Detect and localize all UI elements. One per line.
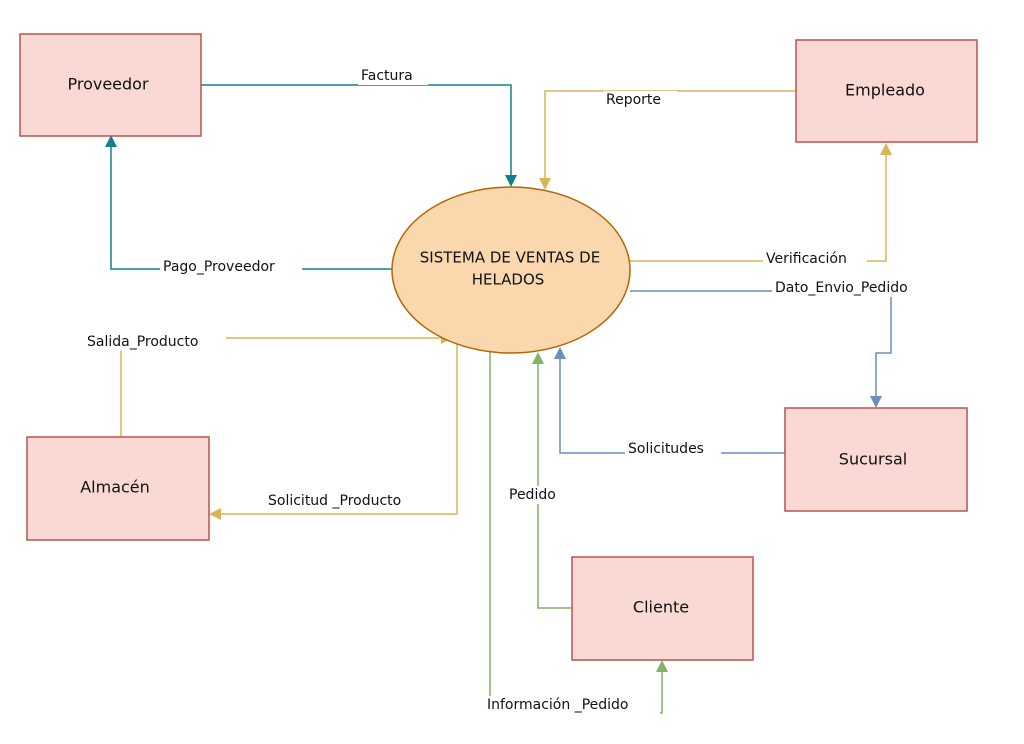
process-ellipse (391, 186, 631, 354)
solicitudes-label: Solicitudes (628, 441, 704, 457)
almacen-label: Almacén (80, 478, 150, 497)
sucursal-label: Sucursal (839, 450, 907, 469)
cliente-label: Cliente (633, 598, 689, 617)
solicitudes-connector (559, 358, 785, 454)
process-label-line1: SISTEMA DE VENTAS DE (420, 249, 600, 267)
flow-dato-envio-pedido (630, 290, 892, 408)
verificacion-label-bg (763, 250, 867, 268)
flow-pedido (532, 352, 572, 609)
process-label-line2: HELADOS (472, 271, 545, 289)
flow-solicitudes (554, 347, 785, 454)
dato-envio-pedido-label: Dato_Envio_Pedido (775, 280, 908, 296)
dato-envio-pedido-arrowhead (870, 396, 882, 408)
pedido-label-bg (506, 486, 570, 504)
solicitud-producto-arrowhead (209, 508, 221, 520)
process-sistema-ventas-helados: SISTEMA DE VENTAS DE HELADOS (391, 186, 631, 354)
reporte-label: Reporte (606, 92, 661, 108)
flow-verificacion (630, 143, 892, 262)
flow-solicitud-producto (209, 341, 458, 520)
proveedor-box (19, 33, 202, 137)
informacion-pedido-arrowhead (656, 660, 668, 672)
pedido-label: Pedido (509, 487, 556, 503)
cliente-box (571, 556, 754, 661)
almacen-box (26, 436, 210, 541)
factura-label-bg (358, 67, 428, 85)
flow-factura (201, 84, 517, 187)
entity-cliente: Cliente (571, 556, 754, 661)
reporte-connector (544, 90, 796, 182)
pago-proveedor-connector (110, 146, 392, 270)
entity-sucursal: Sucursal (784, 407, 968, 512)
verificacion-label: Verificación (766, 251, 847, 267)
factura-connector (201, 84, 512, 178)
sucursal-box (784, 407, 968, 512)
proveedor-label: Proveedor (67, 75, 148, 94)
pago-proveedor-label: Pago_Proveedor (163, 259, 275, 275)
empleado-box (795, 39, 978, 143)
entity-almacen: Almacén (26, 436, 210, 541)
pedido-connector (537, 363, 572, 609)
factura-arrowhead (505, 175, 517, 187)
pago-proveedor-arrowhead (105, 135, 117, 147)
salida-producto-connector (120, 337, 442, 437)
informacion-pedido-label: Información _Pedido (487, 697, 628, 713)
salida-producto-label: Salida_Producto (87, 334, 198, 350)
solicitud-producto-label: Solicitud _Producto (268, 493, 401, 509)
flow-reporte (539, 90, 796, 190)
verificacion-arrowhead (880, 143, 892, 155)
reporte-label-bg (603, 91, 677, 109)
pedido-arrowhead (532, 352, 544, 364)
solicitud-producto-connector (220, 341, 458, 515)
informacion-pedido-label-bg (484, 696, 660, 714)
dato-envio-pedido-connector (630, 290, 892, 398)
verificacion-connector (630, 153, 887, 262)
solicitudes-label-bg (625, 440, 721, 458)
solicitud-producto-label-bg (265, 492, 435, 510)
dato-envio-pedido-label-bg (772, 279, 938, 297)
factura-label: Factura (361, 68, 413, 84)
pago-proveedor-label-bg (160, 258, 302, 276)
entity-proveedor: Proveedor (19, 33, 202, 137)
reporte-arrowhead (539, 178, 551, 190)
salida-producto-label-bg (84, 333, 226, 351)
empleado-label: Empleado (845, 81, 925, 100)
flow-pago-proveedor (105, 135, 392, 270)
entity-empleado: Empleado (795, 39, 978, 143)
solicitudes-arrowhead (554, 347, 566, 359)
